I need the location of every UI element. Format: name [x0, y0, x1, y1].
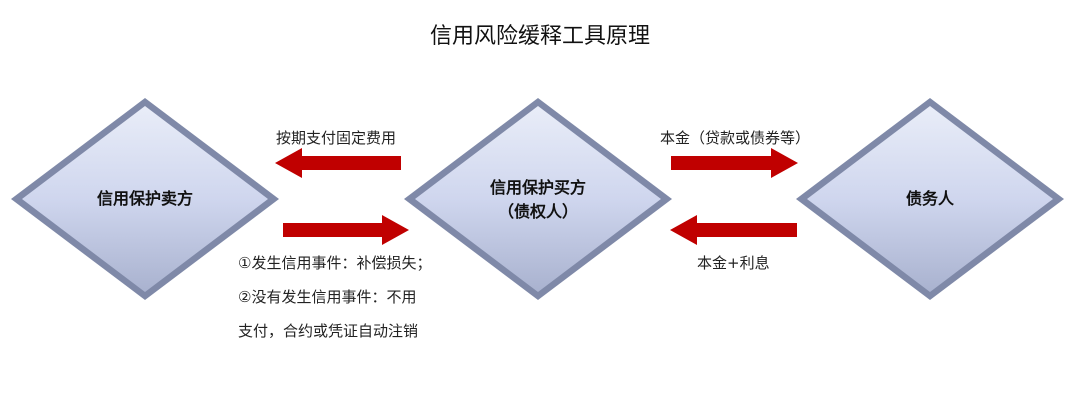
arrow-interest-left [670, 215, 797, 245]
debtor-label: 债务人 [905, 189, 954, 208]
arrow-fee-left [275, 148, 401, 178]
diagram-title: 信用风险缓释工具原理 [429, 24, 650, 49]
label-principal: 本金（贷款或债券等） [660, 129, 811, 147]
seller-label: 信用保护卖方 [96, 189, 193, 208]
node-label-seller: 信用保护卖方 [45, 187, 245, 211]
node-label-debtor: 债务人 [830, 187, 1030, 211]
diamond-seller [11, 98, 279, 300]
credit-event-note-1: ①发生信用事件：补偿损失； [238, 254, 432, 272]
arrow-principal-right [671, 148, 798, 178]
credit-event-note-3: 支付，合约或凭证自动注销 [238, 322, 419, 340]
diamond-debtor [796, 98, 1064, 300]
buyer-label-line2: （债权人） [497, 202, 578, 221]
label-fixed-fee: 按期支付固定费用 [276, 129, 397, 147]
node-label-buyer: 信用保护买方 （债权人） [438, 176, 638, 224]
buyer-label-line1: 信用保护买方 [489, 178, 586, 197]
credit-event-note-2: ②没有发生信用事件：不用 [238, 288, 417, 306]
label-principal-interest: 本金+利息 [697, 254, 770, 272]
diamond-buyer [404, 98, 672, 300]
arrow-event-right [283, 215, 409, 245]
